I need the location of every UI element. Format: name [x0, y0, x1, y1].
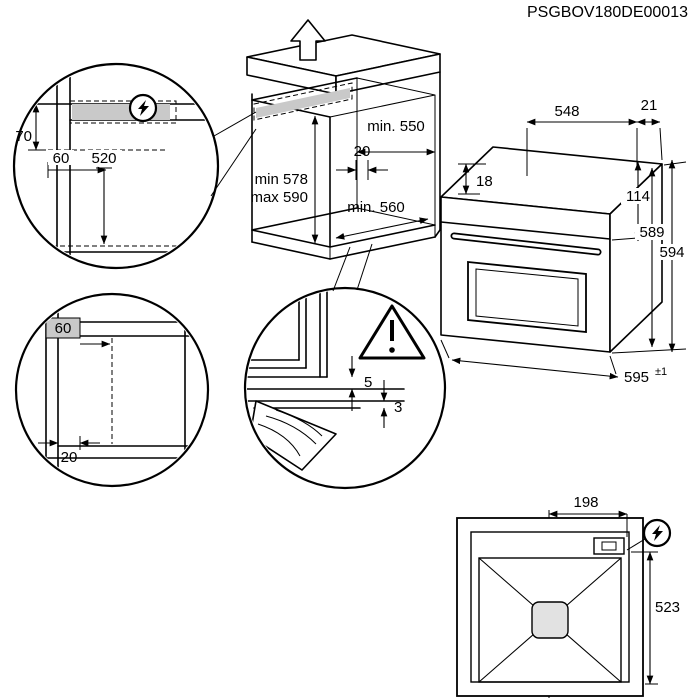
niche-drawing: min. 550 20 min 578 max 590 min. 560: [246, 19, 441, 260]
dim-oven-height-total: 594: [659, 244, 684, 261]
dim-side-inset: 60: [55, 320, 72, 337]
dim-niche-width: min. 550: [367, 118, 425, 135]
oven-door-window: [467, 261, 587, 333]
electrical-connection-icon: [128, 93, 158, 123]
rear-panel: [478, 557, 622, 683]
dim-oven-top-inset: 18: [476, 173, 493, 190]
up-arrow-icon: [290, 19, 326, 61]
oven-drawing: 548 21 18 114 589 594 595 ±1: [440, 97, 689, 386]
document-code: PSGBOV180DE00013: [527, 4, 688, 21]
dim-niche-height-min: min 578: [255, 171, 308, 188]
dim-niche-height-max: max 590: [250, 189, 308, 206]
electrical-connection-icon: [642, 518, 672, 548]
dim-oven-width: 595: [624, 369, 649, 386]
detail-side-clearance: 60 20: [14, 292, 210, 488]
rear-view-drawing: 198 523: [456, 494, 680, 698]
dim-gap-panel: 3: [394, 399, 402, 416]
dim-gap-oven: 5: [364, 374, 372, 391]
detail-power-strip: 70 60 520: [12, 62, 257, 270]
detail-front-clearance: 5 3: [243, 243, 447, 490]
dim-niche-depth: min. 560: [347, 199, 405, 216]
warning-icon: [358, 304, 426, 360]
dim-strip-height: 70: [15, 128, 32, 145]
terminal-box: [593, 537, 625, 555]
dim-terminal-offset: 198: [573, 494, 598, 511]
oven-control-panel: [440, 221, 611, 240]
dim-oven-height-body: 589: [639, 224, 664, 241]
dim-oven-panel-gap: 21: [641, 97, 658, 114]
dim-side-gap: 20: [61, 449, 78, 466]
dim-strip-inset: 60: [53, 150, 70, 167]
rear-center-pad: [531, 601, 569, 639]
dim-strip-height-below: 520: [91, 150, 116, 167]
dim-oven-width-tolerance: ±1: [655, 366, 667, 378]
dim-oven-depth: 548: [554, 103, 579, 120]
dim-niche-setback: 20: [354, 143, 371, 160]
dim-cable-length: 523: [655, 599, 680, 616]
power-strip-zone: [256, 88, 350, 118]
dim-oven-panel-height: 114: [626, 188, 650, 205]
